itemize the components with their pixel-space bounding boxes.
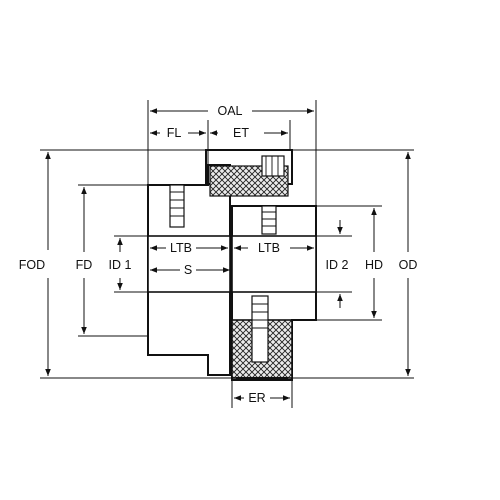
- bottom-insert: [231, 295, 293, 379]
- left-hub: [147, 164, 231, 376]
- dimension-lines: [40, 100, 414, 408]
- label-id2: ID 2: [326, 258, 349, 272]
- label-od: OD: [399, 258, 418, 272]
- label-hd: HD: [365, 258, 383, 272]
- label-fl: FL: [167, 126, 182, 140]
- right-hub: [231, 205, 317, 381]
- label-id1: ID 1: [109, 258, 132, 272]
- label-ltb-left: LTB: [170, 241, 192, 255]
- label-ltb-right: LTB: [258, 241, 280, 255]
- label-oal: OAL: [217, 104, 242, 118]
- top-insert: [205, 149, 293, 197]
- label-s: S: [184, 263, 192, 277]
- dimension-labels: OAL FL ET FOD FD ID 1 LTB LTB S ID 2 HD …: [19, 104, 418, 405]
- label-fod: FOD: [19, 258, 45, 272]
- label-et: ET: [233, 126, 249, 140]
- label-fd: FD: [76, 258, 93, 272]
- label-er: ER: [248, 391, 265, 405]
